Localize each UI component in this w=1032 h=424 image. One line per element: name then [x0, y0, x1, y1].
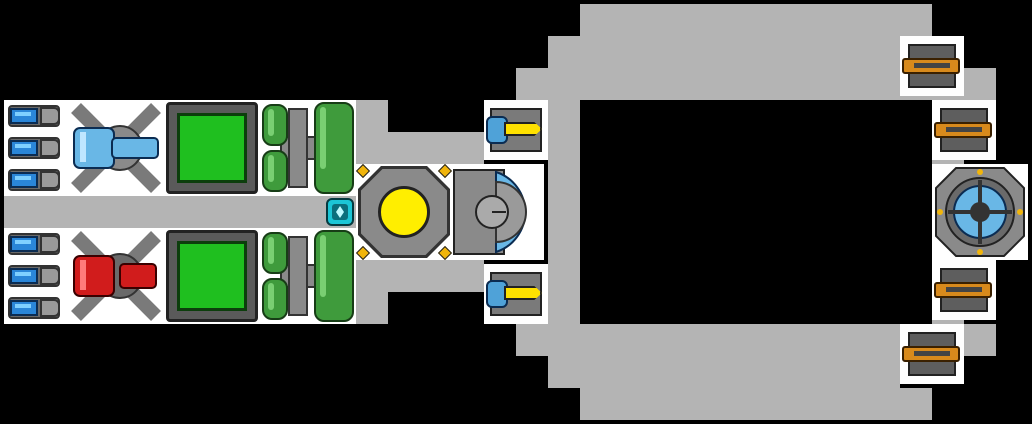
- weapon-orange-2[interactable]: [932, 100, 996, 160]
- tank-icon: [262, 278, 288, 320]
- corner-bolt-icon: [437, 163, 453, 179]
- teleporter-pad[interactable]: [324, 196, 356, 228]
- engine-icon: [71, 103, 161, 193]
- monitor-top[interactable]: [166, 102, 258, 194]
- tank-icon: [262, 232, 288, 274]
- weapon-orange-1[interactable]: [900, 36, 964, 96]
- screen-icon: [177, 241, 247, 311]
- thruster-icon: [4, 292, 68, 324]
- cannon-icon: [934, 282, 992, 298]
- cockpit-icon: [453, 169, 527, 255]
- hull-ring-left-side: [548, 100, 580, 324]
- engine-icon: [71, 231, 161, 321]
- thruster-icon: [4, 228, 68, 260]
- thruster-icon: [4, 260, 68, 292]
- shield-generator[interactable]: [932, 164, 1028, 260]
- screen-icon: [177, 113, 247, 183]
- tank-icon: [262, 150, 288, 192]
- weapon-orange-3[interactable]: [932, 260, 996, 320]
- thruster-bank-top[interactable]: [4, 100, 68, 196]
- cockpit-hatch[interactable]: [452, 164, 544, 260]
- engine-blue[interactable]: [68, 100, 164, 196]
- cannon-icon: [902, 346, 960, 362]
- tank-icon: [262, 104, 288, 146]
- hull-ring-bottom-2: [548, 356, 900, 388]
- weapon-yellow-top[interactable]: [484, 100, 548, 160]
- weapon-orange-4[interactable]: [900, 324, 964, 384]
- reactor-icon: [378, 186, 430, 238]
- hull-ring-top-2: [548, 36, 900, 68]
- thruster-icon: [4, 100, 68, 132]
- oxygen-tank-top[interactable]: [260, 100, 356, 196]
- teleporter-icon: [326, 198, 354, 226]
- reactor-core[interactable]: [355, 163, 453, 261]
- tank-icon: [314, 102, 354, 194]
- laser-icon: [504, 286, 542, 300]
- hull-ring-bottom-1: [580, 388, 932, 420]
- thruster-icon: [4, 164, 68, 196]
- tank-icon: [314, 230, 354, 322]
- monitor-bottom[interactable]: [166, 230, 258, 322]
- thruster-icon: [4, 132, 68, 164]
- hull-connector-top: [388, 132, 484, 164]
- hull-corridor-left: [4, 196, 356, 228]
- corner-bolt-icon: [355, 163, 371, 179]
- pipe-icon: [288, 108, 308, 188]
- oxygen-tank-bottom[interactable]: [260, 228, 356, 324]
- corner-bolt-icon: [437, 245, 453, 261]
- hull-ring-top-1: [580, 4, 932, 36]
- pipe-icon: [288, 236, 308, 316]
- shield-icon: [935, 167, 1025, 257]
- laser-icon: [504, 122, 542, 136]
- hull-connector-bottom: [388, 260, 484, 292]
- cannon-icon: [934, 122, 992, 138]
- corner-bolt-icon: [355, 245, 371, 261]
- cannon-icon: [902, 58, 960, 74]
- weapon-yellow-bottom[interactable]: [484, 264, 548, 324]
- engine-red[interactable]: [68, 228, 164, 324]
- thruster-bank-bottom[interactable]: [4, 228, 68, 324]
